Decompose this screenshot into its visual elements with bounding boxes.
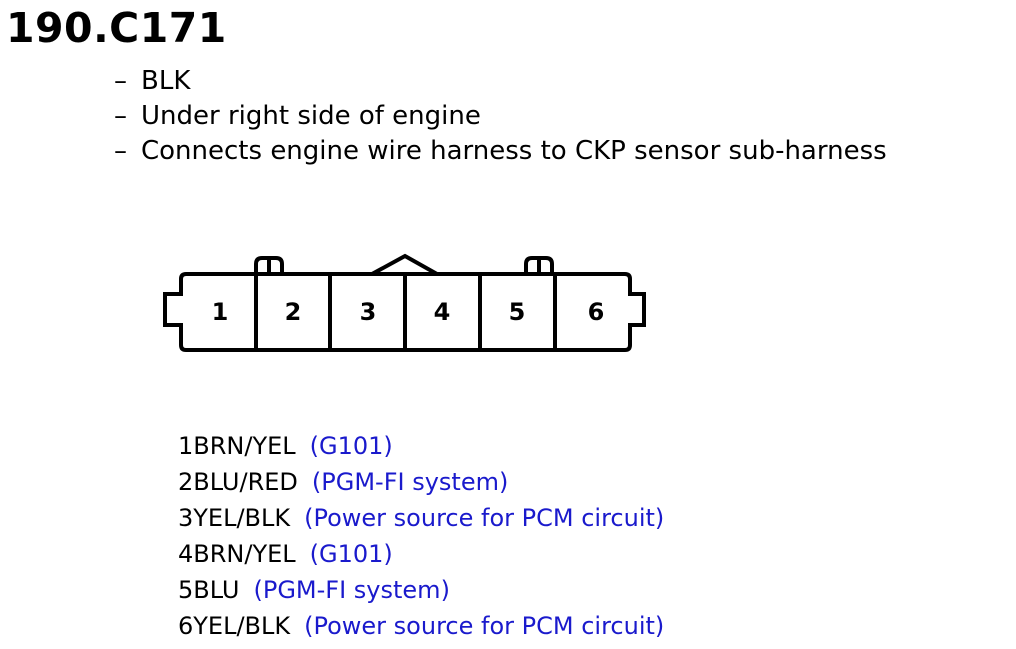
pin-function: (Power source for PCM circuit) — [304, 612, 665, 640]
pin-number-3: 3 — [360, 298, 377, 326]
pin-wire-color: 6YEL/BLK — [178, 612, 291, 640]
pin-row: 1BRN/YEL (G101) — [178, 428, 664, 464]
pin-wire-color: 3YEL/BLK — [178, 504, 291, 532]
pin-wire-color: 2BLU/RED — [178, 468, 298, 496]
pin-row: 6YEL/BLK (Power source for PCM circuit) — [178, 608, 664, 644]
connector-title: 190.C171 — [6, 4, 227, 52]
bullet-dash: – — [114, 66, 127, 96]
pin-number-1: 1 — [212, 298, 229, 326]
pin-number-5: 5 — [509, 298, 526, 326]
pin-number-4: 4 — [434, 298, 451, 326]
pin-row: 4BRN/YEL (G101) — [178, 536, 664, 572]
pin-function: (G101) — [309, 432, 393, 460]
description-item: –Under right side of engine — [114, 99, 887, 134]
description-item: –BLK — [114, 64, 887, 99]
description-color: BLK — [141, 66, 191, 96]
connector-description: –BLK –Under right side of engine –Connec… — [114, 64, 887, 169]
description-location: Under right side of engine — [141, 101, 481, 131]
pin-number-6: 6 — [588, 298, 605, 326]
pin-row: 5BLU (PGM-FI system) — [178, 572, 664, 608]
pin-wire-color: 5BLU — [178, 576, 240, 604]
pin-row: 3YEL/BLK (Power source for PCM circuit) — [178, 500, 664, 536]
locking-tab — [254, 256, 284, 274]
pin-function: (Power source for PCM circuit) — [304, 504, 665, 532]
pin-wire-color: 4BRN/YEL — [178, 540, 296, 568]
pin-function: (PGM-FI system) — [253, 576, 450, 604]
bullet-dash: – — [114, 101, 127, 131]
pin-number-2: 2 — [285, 298, 302, 326]
connector-housing — [163, 272, 646, 352]
pin-assignment-list: 1BRN/YEL (G101) 2BLU/RED (PGM-FI system) 3YE… — [178, 428, 664, 644]
pin-row: 2BLU/RED (PGM-FI system) — [178, 464, 664, 500]
locking-tab — [524, 256, 554, 274]
pin-function: (G101) — [309, 540, 393, 568]
bullet-dash: – — [114, 136, 127, 166]
pin-wire-color: 1BRN/YEL — [178, 432, 296, 460]
polarizing-key — [371, 253, 438, 276]
description-connection: Connects engine wire harness to CKP sens… — [141, 136, 887, 166]
pin-function: (PGM-FI system) — [311, 468, 509, 496]
description-item: –Connects engine wire harness to CKP sen… — [114, 134, 887, 169]
